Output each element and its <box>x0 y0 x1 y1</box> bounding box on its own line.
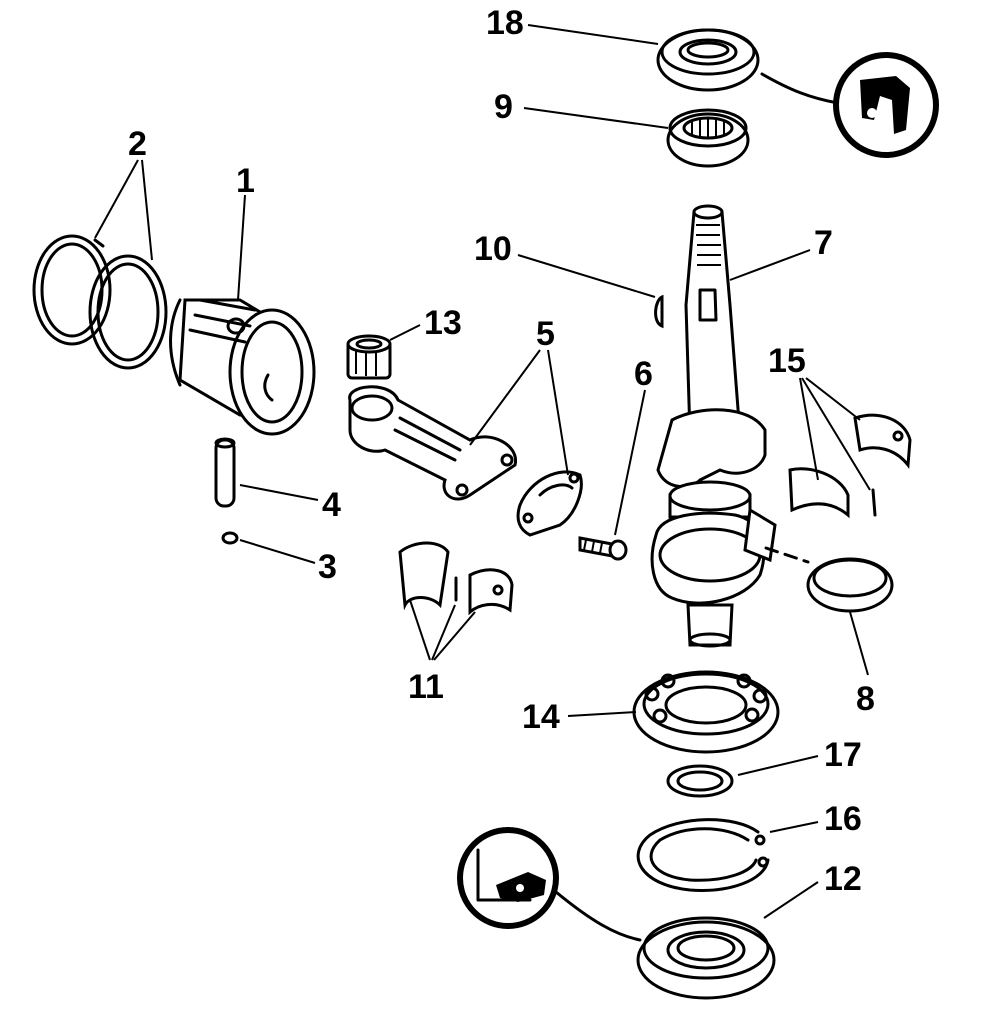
large-retaining-ring <box>636 818 770 892</box>
woodruff-key <box>654 294 664 329</box>
callout-5: 5 <box>536 315 555 353</box>
callout-7: 7 <box>814 224 833 262</box>
callout-12: 12 <box>824 860 862 898</box>
rod-bolt <box>578 536 628 561</box>
lower-oil-seal <box>636 916 776 1000</box>
callout-11: 11 <box>408 668 444 706</box>
piston <box>169 298 316 436</box>
callout-4: 4 <box>322 486 341 524</box>
rod-bearing-halves <box>398 541 514 616</box>
wrist-pin-bearing <box>346 334 392 380</box>
callout-3: 3 <box>318 548 337 586</box>
callout-15: 15 <box>768 342 806 380</box>
upper-needle-bearing <box>666 108 750 168</box>
callout-18: 18 <box>486 4 524 42</box>
seal-detail-top <box>760 52 939 158</box>
callout-13: 13 <box>424 304 462 342</box>
callout-10: 10 <box>474 230 512 268</box>
piston-pin <box>214 437 236 508</box>
callout-8: 8 <box>856 680 875 718</box>
callout-2: 2 <box>128 125 147 163</box>
center-seal-ring <box>764 546 894 613</box>
seal-detail-bottom <box>457 827 642 942</box>
upper-oil-seal <box>656 28 760 92</box>
main-bearing-halves <box>788 413 912 519</box>
callout-1: 1 <box>236 162 255 200</box>
leader-lines <box>94 24 871 919</box>
crankshaft <box>650 204 777 648</box>
connecting-rod-cap <box>516 470 583 537</box>
small-retaining-ring <box>666 764 734 798</box>
callout-17: 17 <box>824 736 862 774</box>
callout-labels: 1 2 3 4 5 6 7 8 9 10 11 12 13 14 15 16 1… <box>128 4 875 898</box>
callout-9: 9 <box>494 88 513 126</box>
piston-rings <box>32 234 168 370</box>
piston-pin-lock-ring <box>221 531 239 545</box>
callout-16: 16 <box>824 800 862 838</box>
connecting-rod <box>348 385 517 501</box>
callout-6: 6 <box>634 355 653 393</box>
lower-ball-bearing <box>632 670 780 754</box>
callout-14: 14 <box>522 698 560 736</box>
